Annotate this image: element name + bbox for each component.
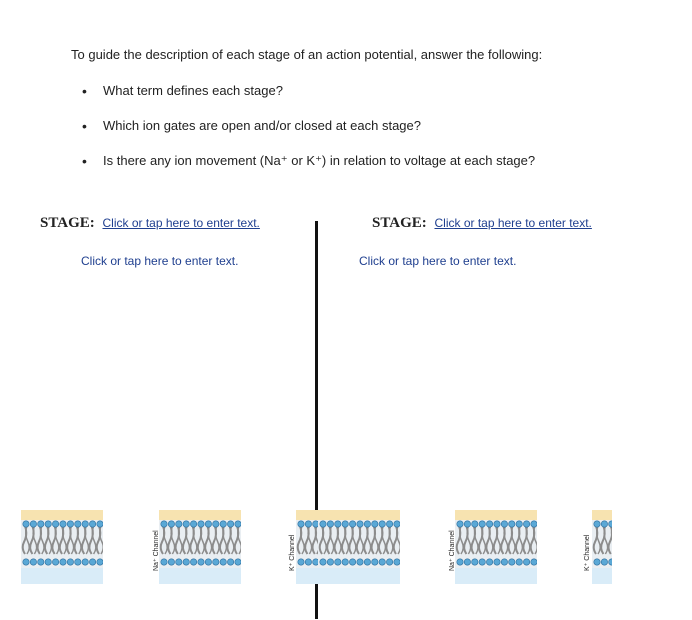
stage-heading-left: STAGE: Click or tap here to enter text.	[40, 215, 260, 232]
stage-description-field-right[interactable]: Click or tap here to enter text.	[359, 254, 517, 268]
question-item: What term defines each stage?	[82, 83, 535, 118]
stage-name-field-left[interactable]: Click or tap here to enter text.	[102, 216, 260, 230]
question-item: Is there any ion movement (Na⁺ or K⁺) in…	[82, 153, 535, 188]
membrane-image	[296, 510, 318, 584]
na-channel-label: Na⁺ Channel	[449, 530, 456, 571]
instructions-text: To guide the description of each stage o…	[71, 47, 543, 62]
membrane-image	[592, 510, 612, 584]
question-list: What term defines each stage? Which ion …	[82, 83, 535, 188]
membrane-image	[21, 510, 103, 584]
k-channel-label: K⁺ Channel	[584, 534, 591, 571]
membrane-image	[318, 510, 400, 584]
stage-name-field-right[interactable]: Click or tap here to enter text.	[434, 216, 592, 230]
k-channel-label: K⁺ Channel	[289, 534, 296, 571]
stage-label: STAGE:	[40, 215, 95, 231]
stage-label: STAGE:	[372, 215, 427, 231]
column-divider	[315, 221, 318, 619]
question-item: Which ion gates are open and/or closed a…	[82, 118, 535, 153]
na-channel-label: Na⁺ Channel	[153, 530, 160, 571]
membrane-image	[159, 510, 241, 584]
stage-heading-right: STAGE: Click or tap here to enter text.	[372, 215, 592, 232]
membrane-image	[455, 510, 537, 584]
stage-description-field-left[interactable]: Click or tap here to enter text.	[81, 254, 239, 268]
